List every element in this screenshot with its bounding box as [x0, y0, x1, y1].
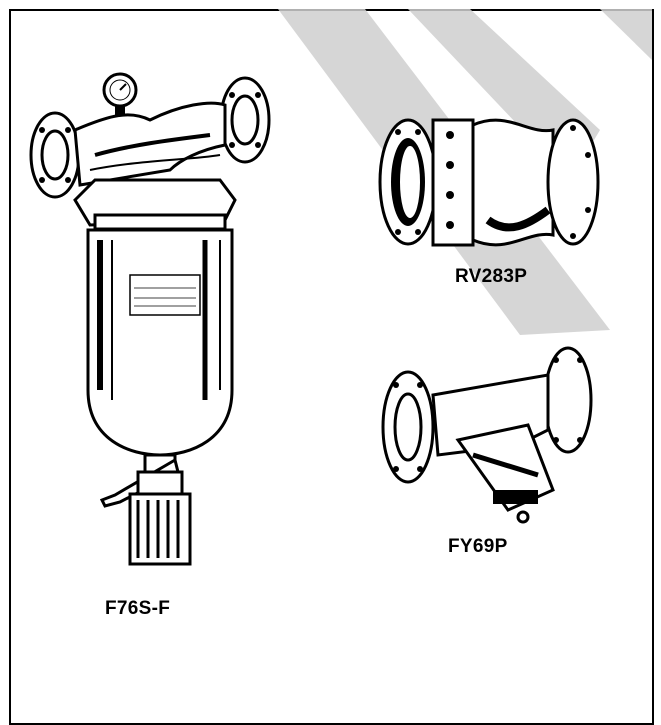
label-valve: RV283P [455, 266, 528, 287]
label-strainer: FY69P [448, 536, 508, 557]
valve-illustration [378, 118, 600, 247]
label-filter: F76S-F [105, 598, 171, 619]
strainer-illustration [381, 346, 593, 524]
filter-illustration [29, 72, 271, 566]
